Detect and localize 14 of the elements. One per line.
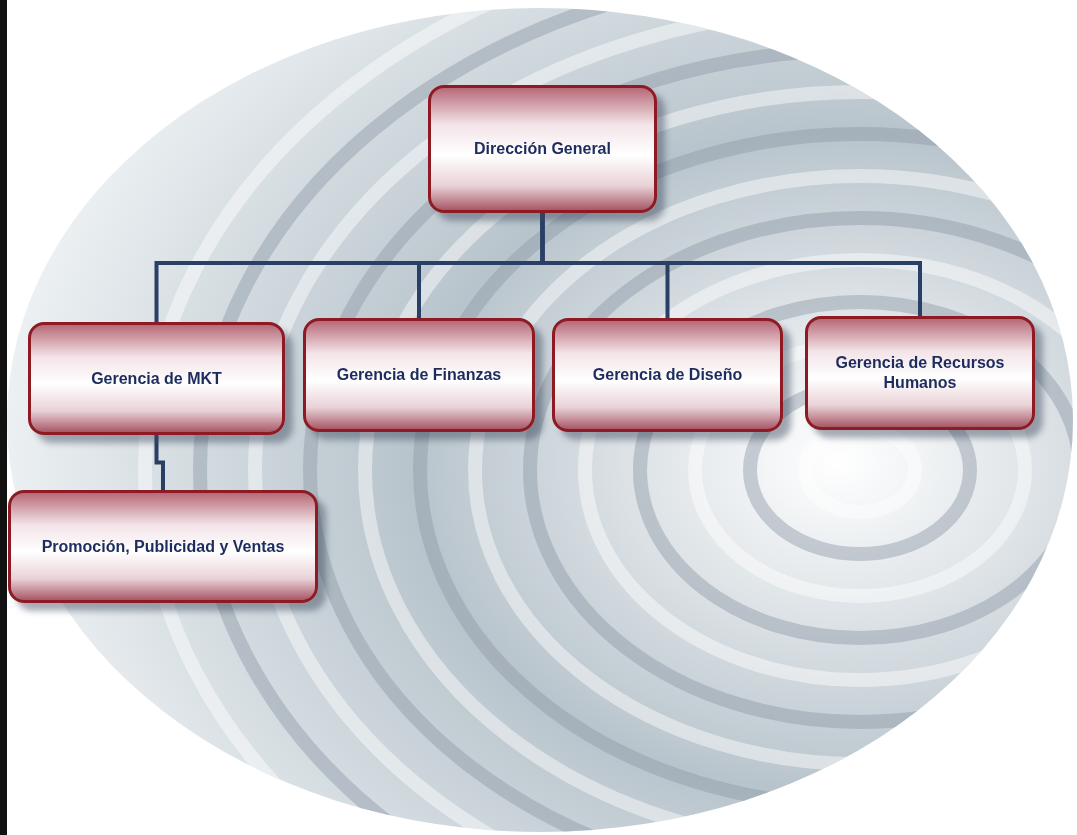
org-box bbox=[303, 318, 535, 432]
org-box bbox=[428, 85, 657, 213]
box-label: Dirección General bbox=[474, 139, 611, 159]
org-box bbox=[8, 490, 318, 603]
box-label: Gerencia de Diseño bbox=[592, 365, 743, 385]
connector-line bbox=[154, 435, 165, 490]
org-box bbox=[28, 322, 285, 435]
box-label: Gerencia de Recursos Humanos bbox=[834, 353, 1006, 393]
box-label: Gerencia de MKT bbox=[91, 368, 222, 389]
org-box bbox=[552, 318, 783, 432]
box-label: Promoción, Publicidad y Ventas bbox=[41, 536, 285, 557]
box-label: Gerencia de Finanzas bbox=[336, 365, 502, 385]
org-box bbox=[805, 316, 1035, 430]
connector-line bbox=[540, 213, 922, 316]
